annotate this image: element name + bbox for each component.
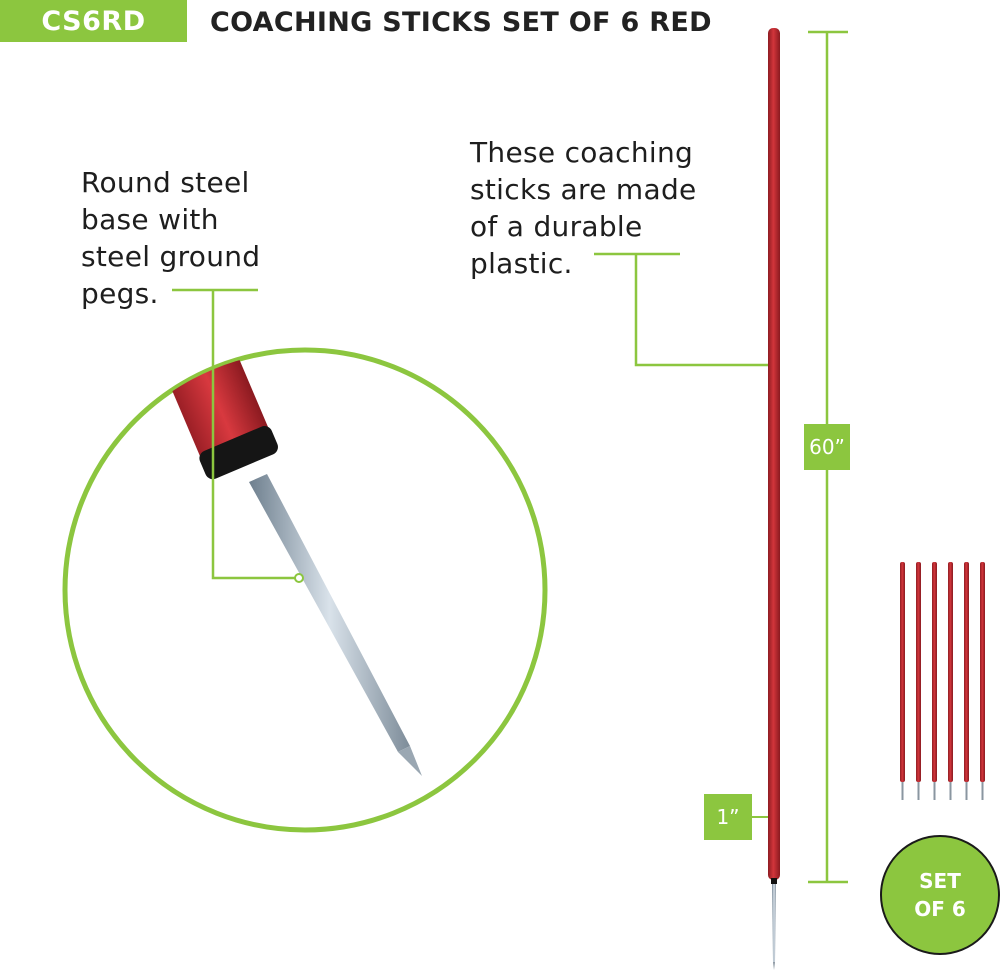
- callout-base-line: Round steel: [81, 166, 250, 199]
- set-badge-line1: SET: [919, 869, 961, 893]
- set-badge-line2: OF 6: [914, 897, 966, 921]
- zoom-circle: [62, 347, 548, 833]
- product-title: COACHING STICKS SET OF 6 RED: [210, 6, 712, 38]
- height-dimension-label: 60”: [809, 435, 845, 459]
- callout-plastic-line: of a durable: [470, 210, 643, 243]
- diameter-dimension-label: 1”: [716, 805, 740, 829]
- set-of-six-sticks: [900, 562, 985, 800]
- callout-base-line: base with: [81, 203, 219, 236]
- base-closeup: [144, 351, 422, 776]
- callout-plastic-line: plastic.: [470, 247, 573, 280]
- callout-base-line: steel ground: [81, 240, 261, 273]
- callout-plastic-line: These coaching: [470, 136, 694, 169]
- diameter-dimension-badge: 1”: [704, 794, 752, 840]
- sku-code: CS6RD: [41, 5, 146, 37]
- set-of-six-badge: SET OF 6: [880, 835, 1000, 955]
- height-dimension-badge: 60”: [804, 424, 850, 470]
- sku-badge: CS6RD: [0, 0, 187, 42]
- callout-plastic-line: sticks are made: [470, 173, 697, 206]
- callout-base: Round steel base with steel ground pegs.: [81, 164, 321, 312]
- main-stick: [768, 28, 780, 880]
- callout-base-line: pegs.: [81, 277, 159, 310]
- callout-plastic: These coaching sticks are made of a dura…: [470, 134, 730, 282]
